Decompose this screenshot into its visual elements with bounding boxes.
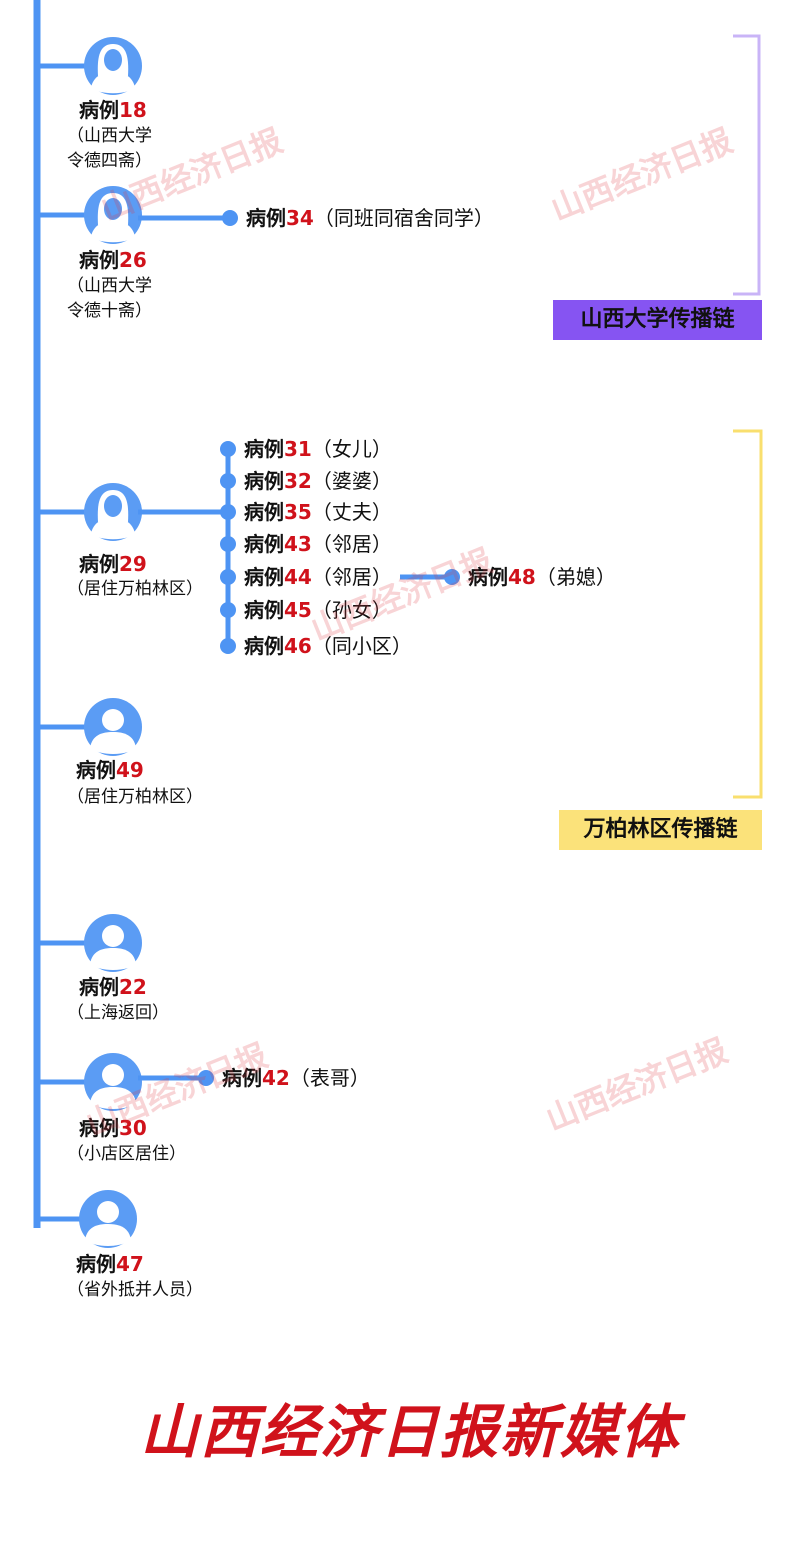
case-prefix: 病例 <box>79 975 119 999</box>
case-prefix: 病例 <box>244 565 284 589</box>
case-prefix: 病例 <box>244 532 284 556</box>
case-number: 46 <box>284 634 312 658</box>
male-avatar-icon <box>79 1190 137 1248</box>
case-label-47: 病例47 <box>76 1252 144 1276</box>
case-number: 42 <box>262 1066 290 1090</box>
chain-label-wanbailin: 万柏林区传播链 <box>559 810 762 850</box>
case-label-31: 病例31（女儿） <box>244 437 392 461</box>
case-prefix: 病例 <box>76 1252 116 1276</box>
chain-label-shanxi-university: 山西大学传播链 <box>553 300 762 340</box>
case-label-32: 病例32（婆婆） <box>244 469 392 493</box>
case-label-45: 病例45（孙女） <box>244 598 392 622</box>
contact-dot <box>220 536 236 552</box>
case-number: 30 <box>119 1116 147 1140</box>
case-prefix: 病例 <box>468 565 508 589</box>
case-number: 29 <box>119 552 147 576</box>
bracket-wanbailin <box>733 429 763 799</box>
contact-dot <box>220 569 236 585</box>
contact-dot <box>444 569 460 585</box>
case-number: 32 <box>284 469 312 493</box>
male-avatar-icon <box>84 914 142 972</box>
case-label-26: 病例26 <box>79 248 147 272</box>
case-label-34: 病例34（同班同宿舍同学） <box>246 206 494 230</box>
case-label-44: 病例44（邻居） <box>244 565 392 589</box>
case-relation: （同小区） <box>311 634 412 658</box>
female-avatar-icon <box>84 37 142 95</box>
case-relation: （弟媳） <box>535 565 616 589</box>
case-note-47: （省外抵并人员） <box>67 1280 203 1300</box>
case-note-29: （居住万柏林区） <box>67 579 203 599</box>
case-relation: （婆婆） <box>311 469 392 493</box>
female-avatar-icon <box>84 483 142 541</box>
case-prefix: 病例 <box>246 206 286 230</box>
case-prefix: 病例 <box>222 1066 262 1090</box>
case-prefix: 病例 <box>79 1116 119 1140</box>
case-label-30: 病例30 <box>79 1116 147 1140</box>
case-label-48: 病例48（弟媳） <box>468 565 616 589</box>
case-relation: （同班同宿舍同学） <box>313 206 494 230</box>
contact-dot <box>220 473 236 489</box>
case-prefix: 病例 <box>244 437 284 461</box>
male-avatar-icon <box>84 698 142 756</box>
case-prefix: 病例 <box>76 758 116 782</box>
contact-dot <box>220 602 236 618</box>
case-note-18: （山西大学 令德四斋） <box>67 126 152 171</box>
case-relation: （邻居） <box>311 532 392 556</box>
case-relation: （邻居） <box>311 565 392 589</box>
case-number: 34 <box>286 206 314 230</box>
case-number: 49 <box>116 758 144 782</box>
case-number: 43 <box>284 532 312 556</box>
case-note-30: （小店区居住） <box>67 1144 186 1164</box>
case-label-18: 病例18 <box>79 98 147 122</box>
case-prefix: 病例 <box>79 552 119 576</box>
case-number: 44 <box>284 565 312 589</box>
contact-dot <box>220 638 236 654</box>
case-label-43: 病例43（邻居） <box>244 532 392 556</box>
case-relation: （表哥） <box>289 1066 370 1090</box>
case-prefix: 病例 <box>244 598 284 622</box>
case-number: 31 <box>284 437 312 461</box>
case-prefix: 病例 <box>79 98 119 122</box>
contact-dot <box>220 441 236 457</box>
case-label-42: 病例42（表哥） <box>222 1066 370 1090</box>
case-number: 45 <box>284 598 312 622</box>
case-prefix: 病例 <box>244 469 284 493</box>
case-prefix: 病例 <box>244 634 284 658</box>
case-label-29: 病例29 <box>79 552 147 576</box>
case-relation: （女儿） <box>311 437 392 461</box>
contact-dot <box>198 1070 214 1086</box>
case-label-22: 病例22 <box>79 975 147 999</box>
case-label-46: 病例46（同小区） <box>244 634 412 658</box>
case-number: 18 <box>119 98 147 122</box>
case-number: 26 <box>119 248 147 272</box>
case-prefix: 病例 <box>244 500 284 524</box>
case-note-49: （居住万柏林区） <box>67 787 203 807</box>
female-avatar-icon <box>84 186 142 244</box>
case-label-49: 病例49 <box>76 758 144 782</box>
brand-logo: 山西经济日报新媒体 <box>140 1398 681 1466</box>
case-number: 35 <box>284 500 312 524</box>
case-prefix: 病例 <box>79 248 119 272</box>
case-number: 47 <box>116 1252 144 1276</box>
case-note-26: （山西大学 令德十斋） <box>67 276 152 321</box>
contact-dot <box>222 210 238 226</box>
male-avatar-icon <box>84 1053 142 1111</box>
bracket-shanxi-university <box>733 34 761 296</box>
case-label-35: 病例35（丈夫） <box>244 500 392 524</box>
case-relation: （丈夫） <box>311 500 392 524</box>
case-note-22: （上海返回） <box>67 1003 169 1023</box>
contact-dot <box>220 504 236 520</box>
case-relation: （孙女） <box>311 598 392 622</box>
case-number: 48 <box>508 565 536 589</box>
case-number: 22 <box>119 975 147 999</box>
